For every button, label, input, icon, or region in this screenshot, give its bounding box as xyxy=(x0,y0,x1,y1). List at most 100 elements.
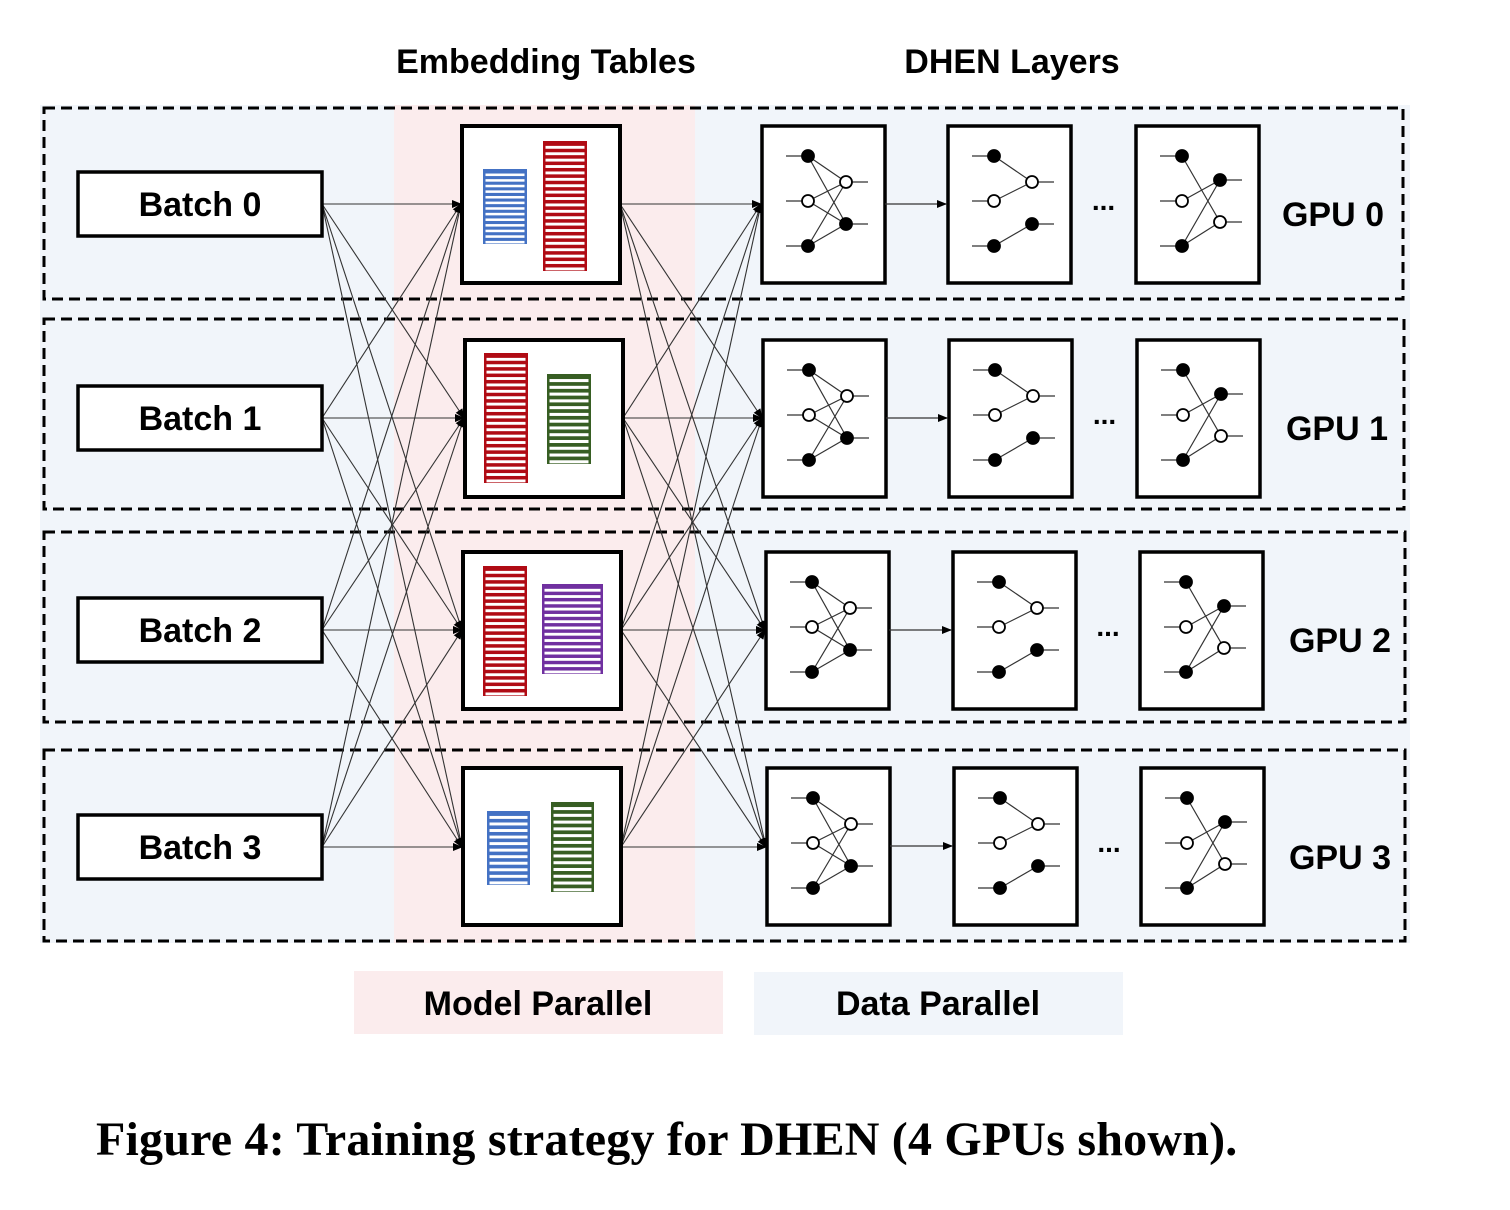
net-edge xyxy=(808,437,848,461)
table-row-stripe xyxy=(545,261,585,264)
dhen-layers-header: DHEN Layers xyxy=(904,43,1119,81)
table-row-stripe xyxy=(485,173,525,177)
net-edge xyxy=(999,823,1039,844)
table-row-stripe xyxy=(549,412,589,416)
embedding-table-box xyxy=(463,338,625,499)
neuron-filled-icon xyxy=(806,881,820,895)
neuron-filled-icon xyxy=(988,453,1002,467)
table-row-stripe xyxy=(553,847,592,851)
neuron-filled-icon xyxy=(1176,453,1190,467)
net-edge xyxy=(808,414,848,439)
table-row-stripe xyxy=(485,628,525,632)
table-row-stripe xyxy=(545,222,585,226)
table-row-stripe xyxy=(545,177,585,181)
gpu-label: GPU 3 xyxy=(1289,839,1391,877)
batch-to-embedding-link xyxy=(321,629,463,848)
net-edge xyxy=(1186,821,1226,889)
table-row-stripe xyxy=(553,854,592,858)
table-row-stripe xyxy=(486,421,526,425)
dhen-layer-box xyxy=(951,550,1078,711)
table-row-stripe xyxy=(544,607,601,611)
neuron-hollow-icon xyxy=(1025,175,1039,189)
neuron-filled-icon xyxy=(839,217,853,231)
dhen-layer-frame xyxy=(1139,766,1266,927)
table-row-stripe xyxy=(553,813,592,817)
ellipsis: ... xyxy=(1097,827,1120,858)
table-row-stripe xyxy=(545,229,585,232)
table-row-stripe xyxy=(486,383,526,387)
table-row-stripe xyxy=(485,583,525,587)
batch-box: Batch 3 xyxy=(76,813,324,881)
net-edge xyxy=(1182,393,1222,461)
neuron-filled-icon xyxy=(806,791,820,805)
embedding-table-box xyxy=(461,766,623,927)
net-edge xyxy=(998,581,1038,609)
dhen-layer-frame xyxy=(1134,124,1261,285)
net-edge xyxy=(1185,647,1225,673)
neuron-filled-icon xyxy=(1175,149,1189,163)
dhen-layer-frame xyxy=(947,338,1074,499)
table-row-stripe xyxy=(485,679,525,683)
neuron-hollow-icon xyxy=(1026,389,1040,403)
embedding-table-box xyxy=(461,550,623,711)
embedding-table-box xyxy=(460,124,622,285)
net-edge xyxy=(1181,155,1221,223)
neuron-filled-icon xyxy=(1026,431,1040,445)
embedding-to-layer-link xyxy=(619,203,768,848)
table-row-stripe xyxy=(549,453,589,457)
gpu-label: GPU 1 xyxy=(1286,410,1388,448)
table-row-stripe xyxy=(549,379,589,383)
dhen-layer-frame xyxy=(764,550,891,711)
neuron-filled-icon xyxy=(992,575,1006,589)
table-row-stripe xyxy=(545,152,585,156)
table-row-stripe xyxy=(486,460,526,464)
neuron-hollow-icon xyxy=(1213,215,1227,229)
neuron-filled-icon xyxy=(802,363,816,377)
neuron-filled-icon xyxy=(993,791,1007,805)
dhen-layer-frame xyxy=(952,766,1079,927)
neuron-hollow-icon xyxy=(1176,408,1190,422)
gpu-row-frame xyxy=(42,748,1407,943)
table-row-stripe xyxy=(545,165,585,168)
batch-box-frame xyxy=(76,170,324,238)
neuron-hollow-icon xyxy=(840,389,854,403)
neuron-filled-icon xyxy=(801,149,815,163)
net-edge xyxy=(1186,821,1226,844)
net-edge xyxy=(807,155,847,183)
table-row-stripe xyxy=(544,670,601,674)
table-row-stripe xyxy=(486,377,526,380)
neuron-hollow-icon xyxy=(839,175,853,189)
embedding-box-frame xyxy=(461,766,623,927)
neuron-hollow-icon xyxy=(1180,836,1194,850)
gpu-label: GPU 2 xyxy=(1289,622,1391,660)
table-row-stripe xyxy=(485,641,525,645)
neuron-filled-icon xyxy=(805,575,819,589)
neuron-hollow-icon xyxy=(993,836,1007,850)
net-edge xyxy=(1181,179,1221,202)
neuron-filled-icon xyxy=(1214,387,1228,401)
neuron-filled-icon xyxy=(1025,217,1039,231)
table-row-stripe xyxy=(485,179,525,182)
embedding-table-red xyxy=(483,566,527,696)
table-row-stripe xyxy=(549,426,589,430)
table-row-stripe xyxy=(486,479,526,483)
table-row-stripe xyxy=(545,254,585,258)
neuron-hollow-icon xyxy=(1175,194,1189,208)
table-row-stripe xyxy=(485,673,525,677)
table-row-stripe xyxy=(485,634,525,638)
table-row-stripe xyxy=(485,686,525,689)
embedding-table-red xyxy=(543,141,587,271)
table-row-stripe xyxy=(544,651,601,655)
table-row-stripe xyxy=(486,396,526,400)
dhen-layer-frame xyxy=(760,124,887,285)
batch-to-embedding-link xyxy=(321,417,465,848)
neuron-filled-icon xyxy=(993,881,1007,895)
embedding-to-layer-link xyxy=(622,203,762,419)
table-row-stripe xyxy=(486,434,526,438)
table-row-stripe xyxy=(549,385,589,389)
embedding-to-layer-link xyxy=(620,629,766,848)
data-parallel-legend-swatch xyxy=(754,972,1123,1035)
net-edge xyxy=(811,607,851,628)
net-edge xyxy=(811,581,851,609)
net-edge xyxy=(1182,393,1222,416)
